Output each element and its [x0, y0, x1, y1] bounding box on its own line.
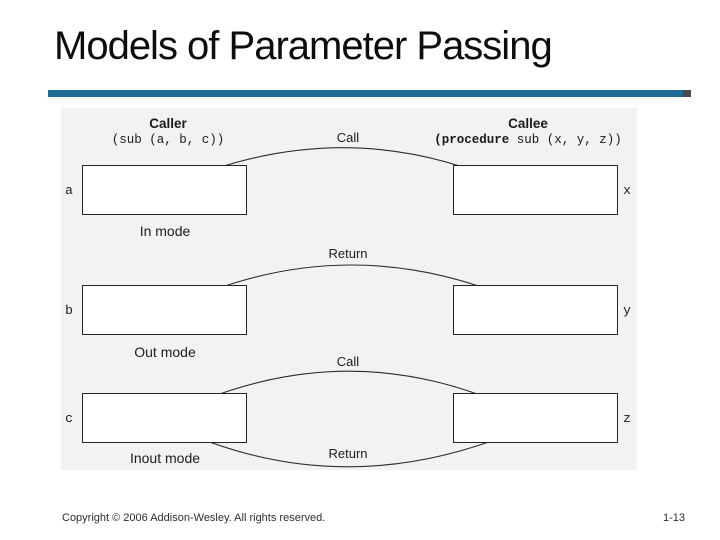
caller-box-b — [82, 285, 247, 335]
var-label-y: y — [623, 303, 631, 318]
call-label-row1: Call — [336, 130, 360, 145]
var-label-c: c — [65, 411, 73, 426]
var-label-x: x — [623, 183, 631, 198]
var-label-b: b — [65, 303, 73, 318]
page-title: Models of Parameter Passing — [54, 24, 553, 68]
return-label-row2: Return — [328, 246, 368, 261]
return-label-row3: Return — [328, 446, 368, 461]
callee-code-keyword: (procedure — [434, 133, 510, 147]
callee-header: Callee — [508, 116, 548, 131]
inout-mode-label: Inout mode — [129, 450, 201, 466]
var-label-z: z — [623, 411, 631, 426]
callee-box-y — [453, 285, 618, 335]
callee-code-rest: sub (x, y, z)) — [509, 133, 622, 147]
caller-box-a — [82, 165, 247, 215]
callee-box-x — [453, 165, 618, 215]
caller-box-c — [82, 393, 247, 443]
rule-end-cap — [683, 90, 691, 97]
callee-code: (procedure sub (x, y, z)) — [428, 133, 628, 147]
out-mode-label: Out mode — [134, 344, 196, 360]
in-mode-label: In mode — [139, 223, 191, 239]
callee-box-z — [453, 393, 618, 443]
parameter-passing-diagram: Caller (sub (a, b, c)) Callee (procedure… — [61, 108, 637, 470]
page-number: 1-13 — [662, 512, 685, 524]
caller-header: Caller — [149, 116, 187, 131]
copyright-text: Copyright © 2006 Addison-Wesley. All rig… — [62, 512, 326, 524]
var-label-a: a — [65, 183, 73, 198]
title-underline-rule — [48, 90, 691, 97]
call-label-row3: Call — [336, 354, 360, 369]
caller-code: (sub (a, b, c)) — [111, 133, 225, 147]
